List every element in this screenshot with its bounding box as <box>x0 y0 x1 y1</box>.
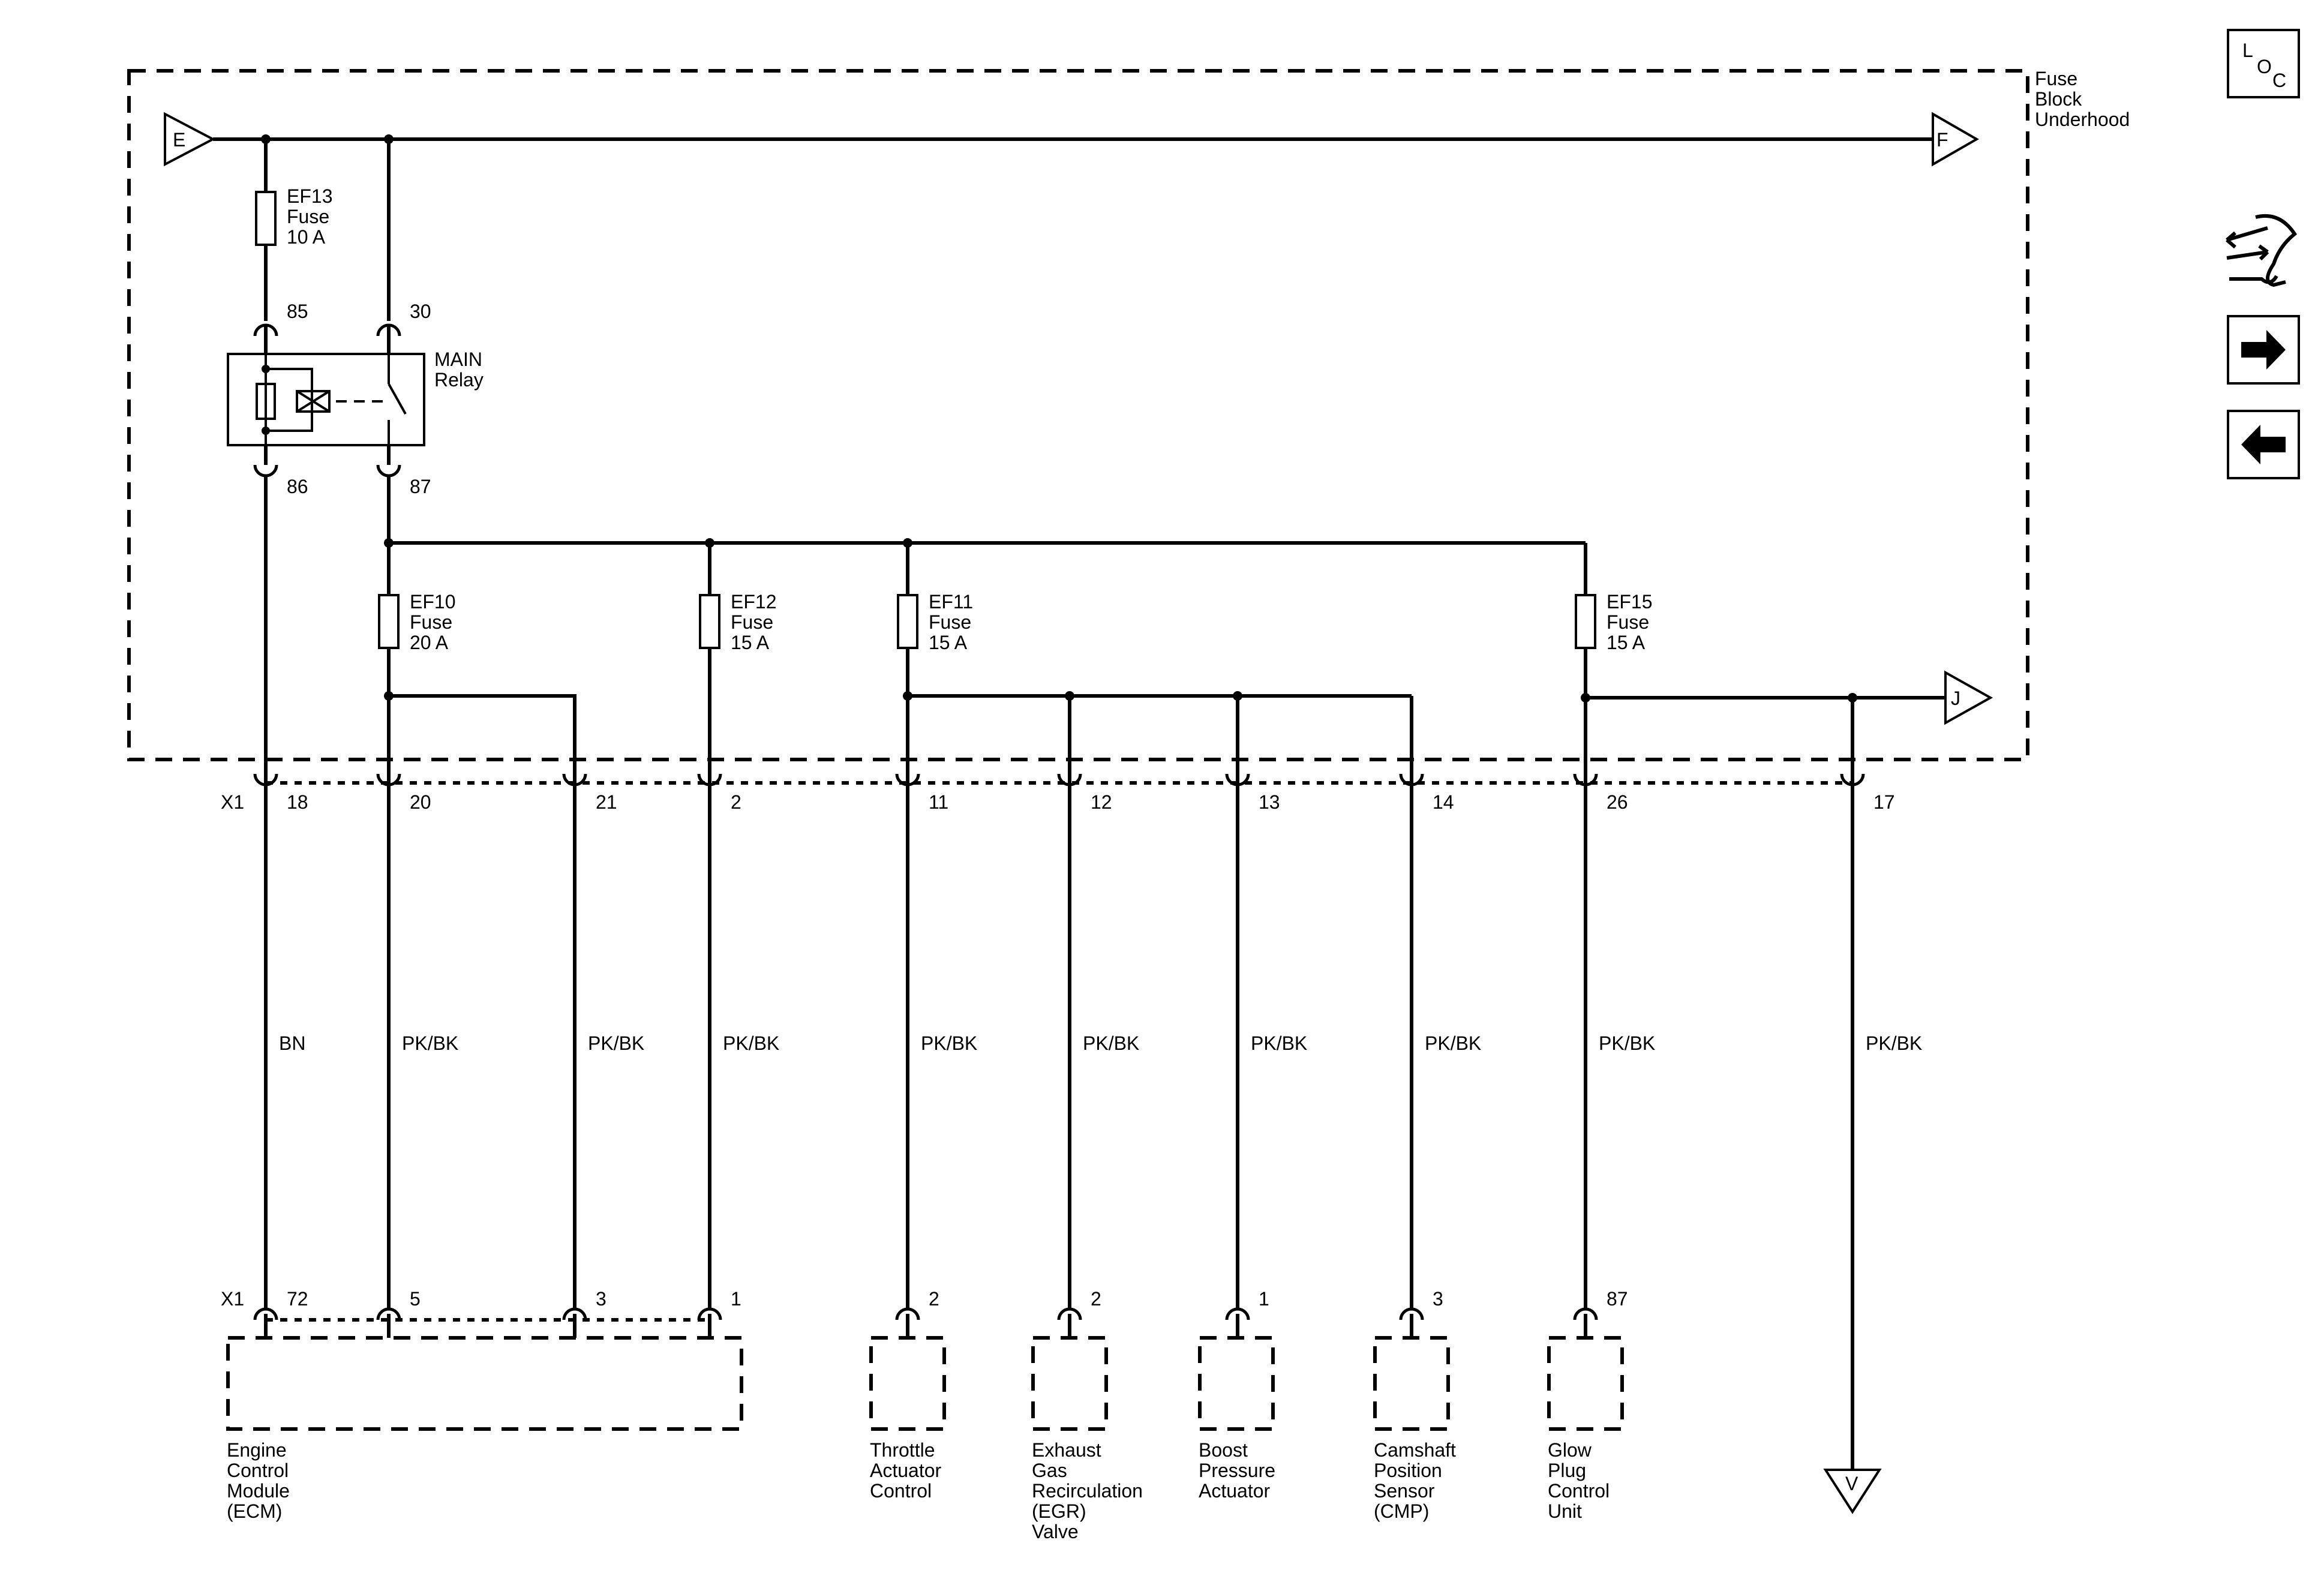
relay-pin-87-label: 87 <box>410 476 431 497</box>
x1-pin-label: 13 <box>1259 791 1280 813</box>
ecm-x1-label: X1 <box>221 1288 244 1310</box>
svg-text:V: V <box>1845 1473 1858 1494</box>
x1-pin-label: 11 <box>929 791 948 813</box>
relay-coil-icon <box>296 390 331 413</box>
wire-color-label: PK/BK <box>402 1032 458 1054</box>
relay-pin-86 <box>253 464 278 478</box>
relay-resistor <box>256 383 276 420</box>
fuse-ef12-label: EF12 Fuse 15 A <box>731 591 782 653</box>
main-relay-label: MAIN Relay <box>434 349 488 391</box>
ref-v-arrow[interactable]: V <box>1823 1469 1882 1514</box>
ecm-pin <box>697 1307 722 1320</box>
component-pin <box>1057 1307 1082 1320</box>
ecm-component <box>226 1336 743 1431</box>
egr-valve-label: Exhaust Gas Recirculation (EGR) Valve <box>1032 1439 1148 1542</box>
ecm-pin-label: 5 <box>410 1288 421 1310</box>
component-pin <box>1573 1307 1598 1320</box>
x1-pin-label: 18 <box>287 791 308 813</box>
relay-pin-87 <box>376 464 401 478</box>
fuse-ef15-label: EF15 Fuse 15 A <box>1607 591 1658 653</box>
egr-valve-component <box>1031 1336 1108 1431</box>
ref-j-arrow[interactable]: J <box>1944 670 1993 725</box>
ref-e-arrow[interactable]: E <box>164 112 216 167</box>
connector-tool-icon[interactable] <box>2226 214 2298 287</box>
component-pin <box>1225 1307 1250 1320</box>
fuse-ef13-label: EF13 Fuse 10 A <box>287 185 338 248</box>
cmp-sensor-component <box>1373 1336 1450 1431</box>
fuse-ef12 <box>699 594 720 649</box>
x1-pin-label: 20 <box>410 791 431 813</box>
component-pin-label: 1 <box>1259 1288 1269 1310</box>
fuse-block-boundary <box>127 69 2029 761</box>
relay-pin-85-label: 85 <box>287 301 308 322</box>
ref-f-arrow[interactable]: F <box>1932 112 1980 167</box>
loc-button[interactable]: L O C <box>2227 29 2300 98</box>
wire-color-label: PK/BK <box>1599 1032 1655 1054</box>
throttle-actuator-component <box>869 1336 946 1431</box>
loc-o: O <box>2257 56 2272 77</box>
fuse-ef15 <box>1575 594 1596 649</box>
fuse-ef10 <box>378 594 400 649</box>
x1-pin-label: 2 <box>731 791 741 813</box>
wire-color-label: BN <box>279 1032 305 1054</box>
wire-color-label: PK/BK <box>723 1032 779 1054</box>
x1-pin-label: 14 <box>1433 791 1454 813</box>
relay-pin-86-label: 86 <box>287 476 308 497</box>
component-pin <box>895 1307 920 1320</box>
arrow-right-icon <box>2241 330 2286 370</box>
ecm-label: Engine Control Module (ECM) <box>227 1439 295 1522</box>
fuse-block-label: Fuse Block Underhood <box>2035 68 2130 130</box>
wire-color-label: PK/BK <box>588 1032 644 1054</box>
fuse-ef11 <box>897 594 918 649</box>
svg-text:F: F <box>1936 129 1948 151</box>
glow-plug-control-unit-label: Glow Plug Control Unit <box>1548 1439 1615 1522</box>
x1-pin-label: 26 <box>1607 791 1628 813</box>
component-pin <box>1399 1307 1424 1320</box>
svg-text:J: J <box>1951 688 1960 709</box>
x1-pin-label: 17 <box>1873 791 1895 813</box>
relay-pin-30-label: 30 <box>410 301 431 322</box>
boost-pressure-actuator-label: Boost Pressure Actuator <box>1199 1439 1281 1502</box>
glow-plug-control-unit-component <box>1547 1336 1624 1431</box>
boost-pressure-actuator-component <box>1198 1336 1275 1431</box>
wire-color-label: PK/BK <box>1251 1032 1307 1054</box>
loc-c: C <box>2272 70 2286 91</box>
arrow-left-button[interactable] <box>2227 410 2300 479</box>
x1-connector-label: X1 <box>221 791 244 813</box>
ecm-pin-label: 3 <box>596 1288 606 1310</box>
x1-pin-label: 12 <box>1091 791 1112 813</box>
cmp-sensor-label: Camshaft Position Sensor (CMP) <box>1374 1439 1461 1522</box>
wire-color-label: PK/BK <box>1425 1032 1481 1054</box>
fuse-ef13 <box>255 191 277 246</box>
x1-pin-label: 21 <box>596 791 617 813</box>
main-relay <box>227 353 425 446</box>
loc-l: L <box>2242 40 2253 61</box>
ecm-pin <box>376 1307 401 1320</box>
fuse-ef10-label: EF10 Fuse 20 A <box>410 591 461 653</box>
wire-color-label: PK/BK <box>921 1032 977 1054</box>
arrow-right-button[interactable] <box>2227 315 2300 385</box>
component-pin-label: 87 <box>1607 1288 1628 1310</box>
component-pin-label: 2 <box>929 1288 939 1310</box>
throttle-actuator-label: Throttle Actuator Control <box>870 1439 947 1502</box>
wire-color-label: PK/BK <box>1083 1032 1139 1054</box>
ecm-pin <box>253 1307 278 1320</box>
ecm-pin <box>562 1307 587 1320</box>
ecm-pin-label: 72 <box>287 1288 308 1310</box>
component-pin-label: 3 <box>1433 1288 1443 1310</box>
wire-color-label: PK/BK <box>1866 1032 1922 1054</box>
svg-text:E: E <box>173 129 185 151</box>
ecm-pin-label: 1 <box>731 1288 741 1310</box>
arrow-left-icon <box>2241 425 2286 464</box>
component-pin-label: 2 <box>1091 1288 1101 1310</box>
fuse-ef11-label: EF11 Fuse 15 A <box>929 591 978 653</box>
